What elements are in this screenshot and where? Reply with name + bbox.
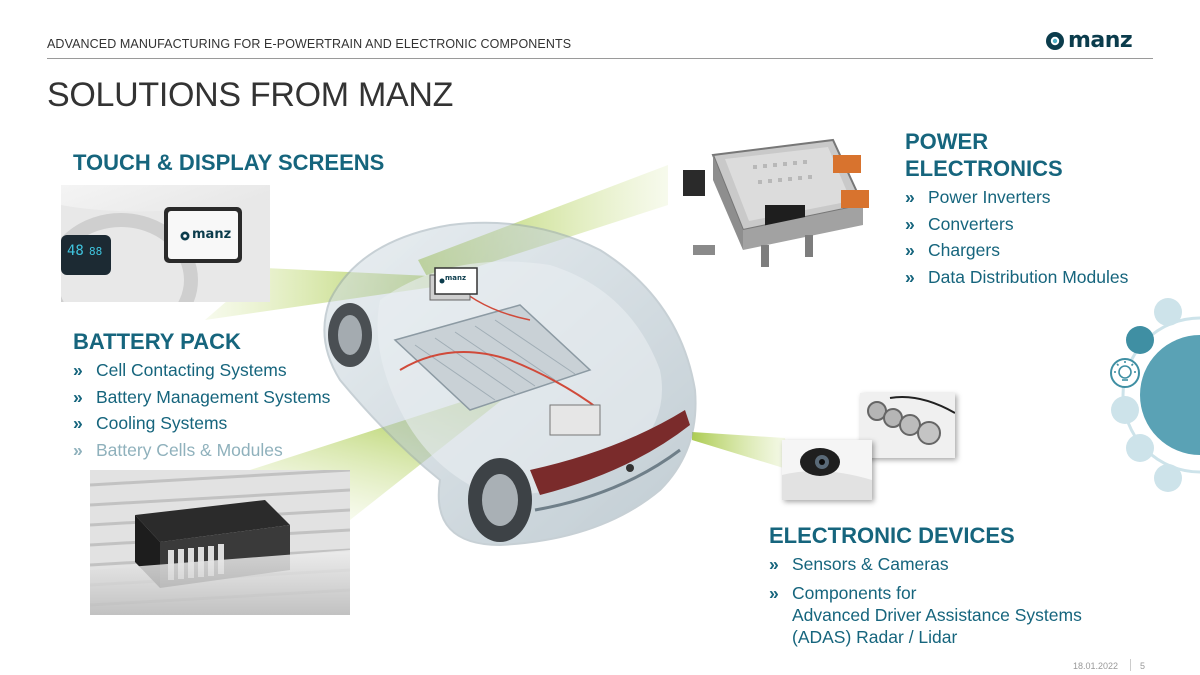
svg-text:48: 48 bbox=[67, 243, 84, 259]
bullet-chevron-icon: » bbox=[905, 187, 915, 207]
manz-logo: manz bbox=[1045, 28, 1155, 54]
battery-item: »Battery Management Systems bbox=[73, 384, 330, 411]
power-list: »Power Inverters »Converters »Chargers »… bbox=[905, 184, 1128, 290]
section-title-devices: ELECTRONIC DEVICES bbox=[769, 523, 1015, 548]
segment-wheel bbox=[1110, 298, 1200, 492]
section-title-power-line2: ELECTRONICS bbox=[905, 156, 1063, 181]
footer-date: 18.01.2022 bbox=[1073, 661, 1119, 671]
devices-item: » Components for Advanced Driver Assista… bbox=[769, 582, 1082, 647]
bullet-chevron-icon: » bbox=[769, 582, 779, 603]
page-number: 5 bbox=[1140, 661, 1146, 671]
slide-title: SOLUTIONS FROM MANZ bbox=[47, 76, 454, 114]
sensors-photo bbox=[860, 393, 955, 458]
battery-item: »Cell Contacting Systems bbox=[73, 357, 330, 384]
bullet-chevron-icon: » bbox=[73, 439, 83, 460]
section-title-power: POWER ELECTRONICS bbox=[905, 128, 1063, 182]
battery-list: »Cell Contacting Systems »Battery Manage… bbox=[73, 357, 330, 463]
bullet-chevron-icon: » bbox=[769, 554, 779, 574]
battery-item: »Cooling Systems bbox=[73, 410, 330, 437]
header-subtitle: ADVANCED MANUFACTURING FOR E-POWERTRAIN … bbox=[47, 37, 572, 51]
power-item: »Chargers bbox=[905, 237, 1128, 264]
section-title-power-line1: POWER bbox=[905, 129, 989, 154]
bullet-chevron-icon: » bbox=[73, 413, 83, 433]
section-title-battery: BATTERY PACK bbox=[73, 329, 241, 354]
manz-logo-icon bbox=[1046, 32, 1064, 50]
devices-list: »Sensors & Cameras » Components for Adva… bbox=[769, 551, 1082, 648]
svg-text:88: 88 bbox=[89, 245, 102, 258]
power-item: »Data Distribution Modules bbox=[905, 264, 1128, 291]
transparent-car-illustration bbox=[323, 221, 697, 547]
car-screen-logo: manz bbox=[445, 274, 467, 282]
bullet-chevron-icon: » bbox=[73, 386, 83, 407]
battery-pack-photo bbox=[90, 470, 350, 615]
bullet-chevron-icon: » bbox=[73, 360, 83, 380]
screen-logo-text: manz bbox=[192, 227, 232, 242]
beam-devices bbox=[692, 432, 790, 470]
camera-photo bbox=[782, 440, 872, 500]
power-item: »Power Inverters bbox=[905, 184, 1128, 211]
bullet-chevron-icon: » bbox=[905, 266, 915, 287]
power-electronics-photo bbox=[683, 135, 883, 275]
section-title-touch: TOUCH & DISPLAY SCREENS bbox=[73, 150, 385, 175]
lightbulb-gear-icon bbox=[1114, 361, 1136, 381]
footer-separator bbox=[1130, 659, 1131, 671]
power-item: »Converters bbox=[905, 211, 1128, 238]
devices-item: »Sensors & Cameras bbox=[769, 551, 1082, 578]
touch-display-photo: 48 88 manz bbox=[61, 185, 270, 302]
bullet-chevron-icon: » bbox=[905, 213, 915, 234]
logo-wordmark: manz bbox=[1068, 28, 1133, 53]
battery-item: »Battery Cells & Modules bbox=[73, 437, 330, 464]
bullet-chevron-icon: » bbox=[905, 240, 915, 260]
header-divider bbox=[47, 58, 1153, 59]
